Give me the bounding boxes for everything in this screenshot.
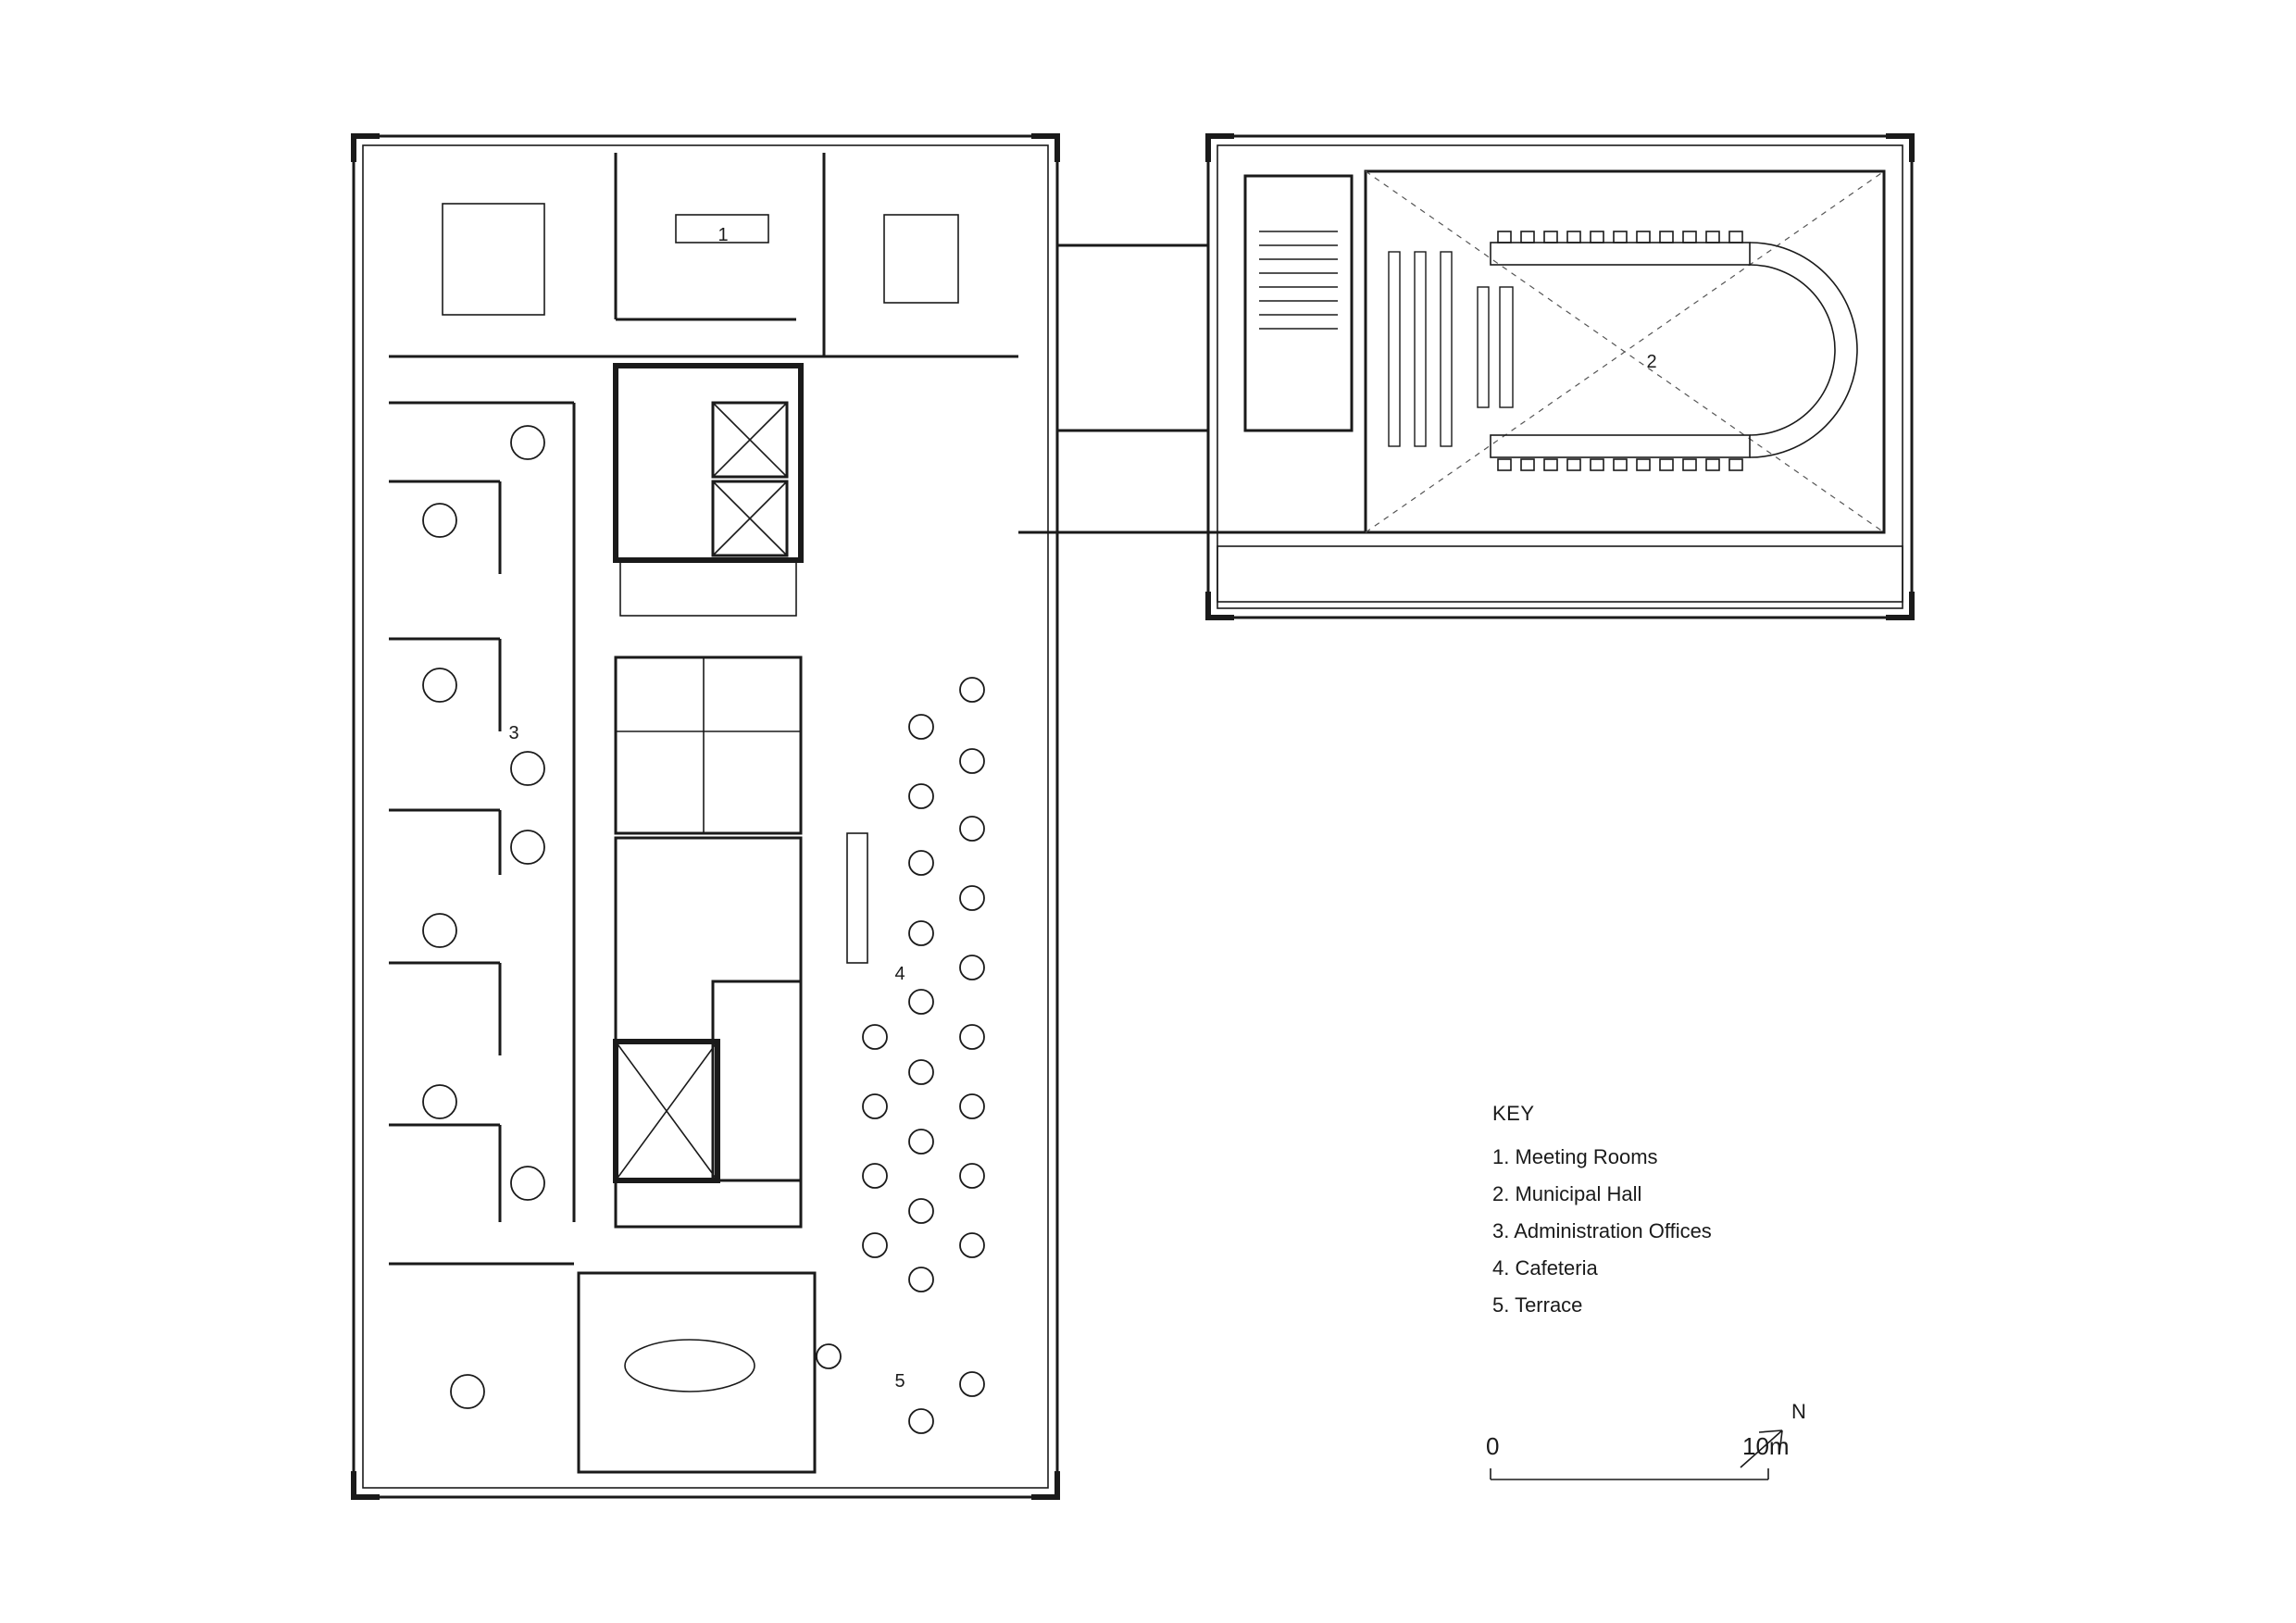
key-item-terrace: 5. Terrace: [1492, 1293, 1583, 1317]
room-number-3: 3: [508, 723, 518, 743]
scale-bar: [1490, 1468, 1769, 1480]
west-wing-interior: [389, 153, 1018, 1474]
key-item-meeting-rooms: 1. Meeting Rooms: [1492, 1145, 1658, 1168]
room-number-2: 2: [1646, 352, 1656, 372]
room-number-4: 4: [894, 964, 905, 984]
north-label: N: [1791, 1400, 1806, 1423]
hall-seating: [1388, 231, 1858, 471]
scale-start-label: 0: [1486, 1432, 1500, 1460]
key-title: KEY: [1492, 1102, 1535, 1125]
key-item-cafeteria: 4. Cafeteria: [1492, 1256, 1598, 1280]
east-wing-walls: [1018, 133, 1915, 620]
key-list: 1. Meeting Rooms 2. Municipal Hall 3. Ad…: [1492, 1139, 1712, 1324]
north-arrow-icon: N: [1740, 1400, 1806, 1468]
room-number-5: 5: [894, 1371, 905, 1392]
west-wing-walls: [351, 133, 1060, 1500]
scale-end-label: 10m: [1742, 1432, 1790, 1460]
key-item-administration-offices: 3. Administration Offices: [1492, 1219, 1712, 1242]
office-tables: [422, 425, 545, 1409]
key-item-municipal-hall: 2. Municipal Hall: [1492, 1182, 1642, 1205]
cafeteria-tables: [816, 677, 985, 1434]
room-number-1: 1: [718, 225, 728, 245]
